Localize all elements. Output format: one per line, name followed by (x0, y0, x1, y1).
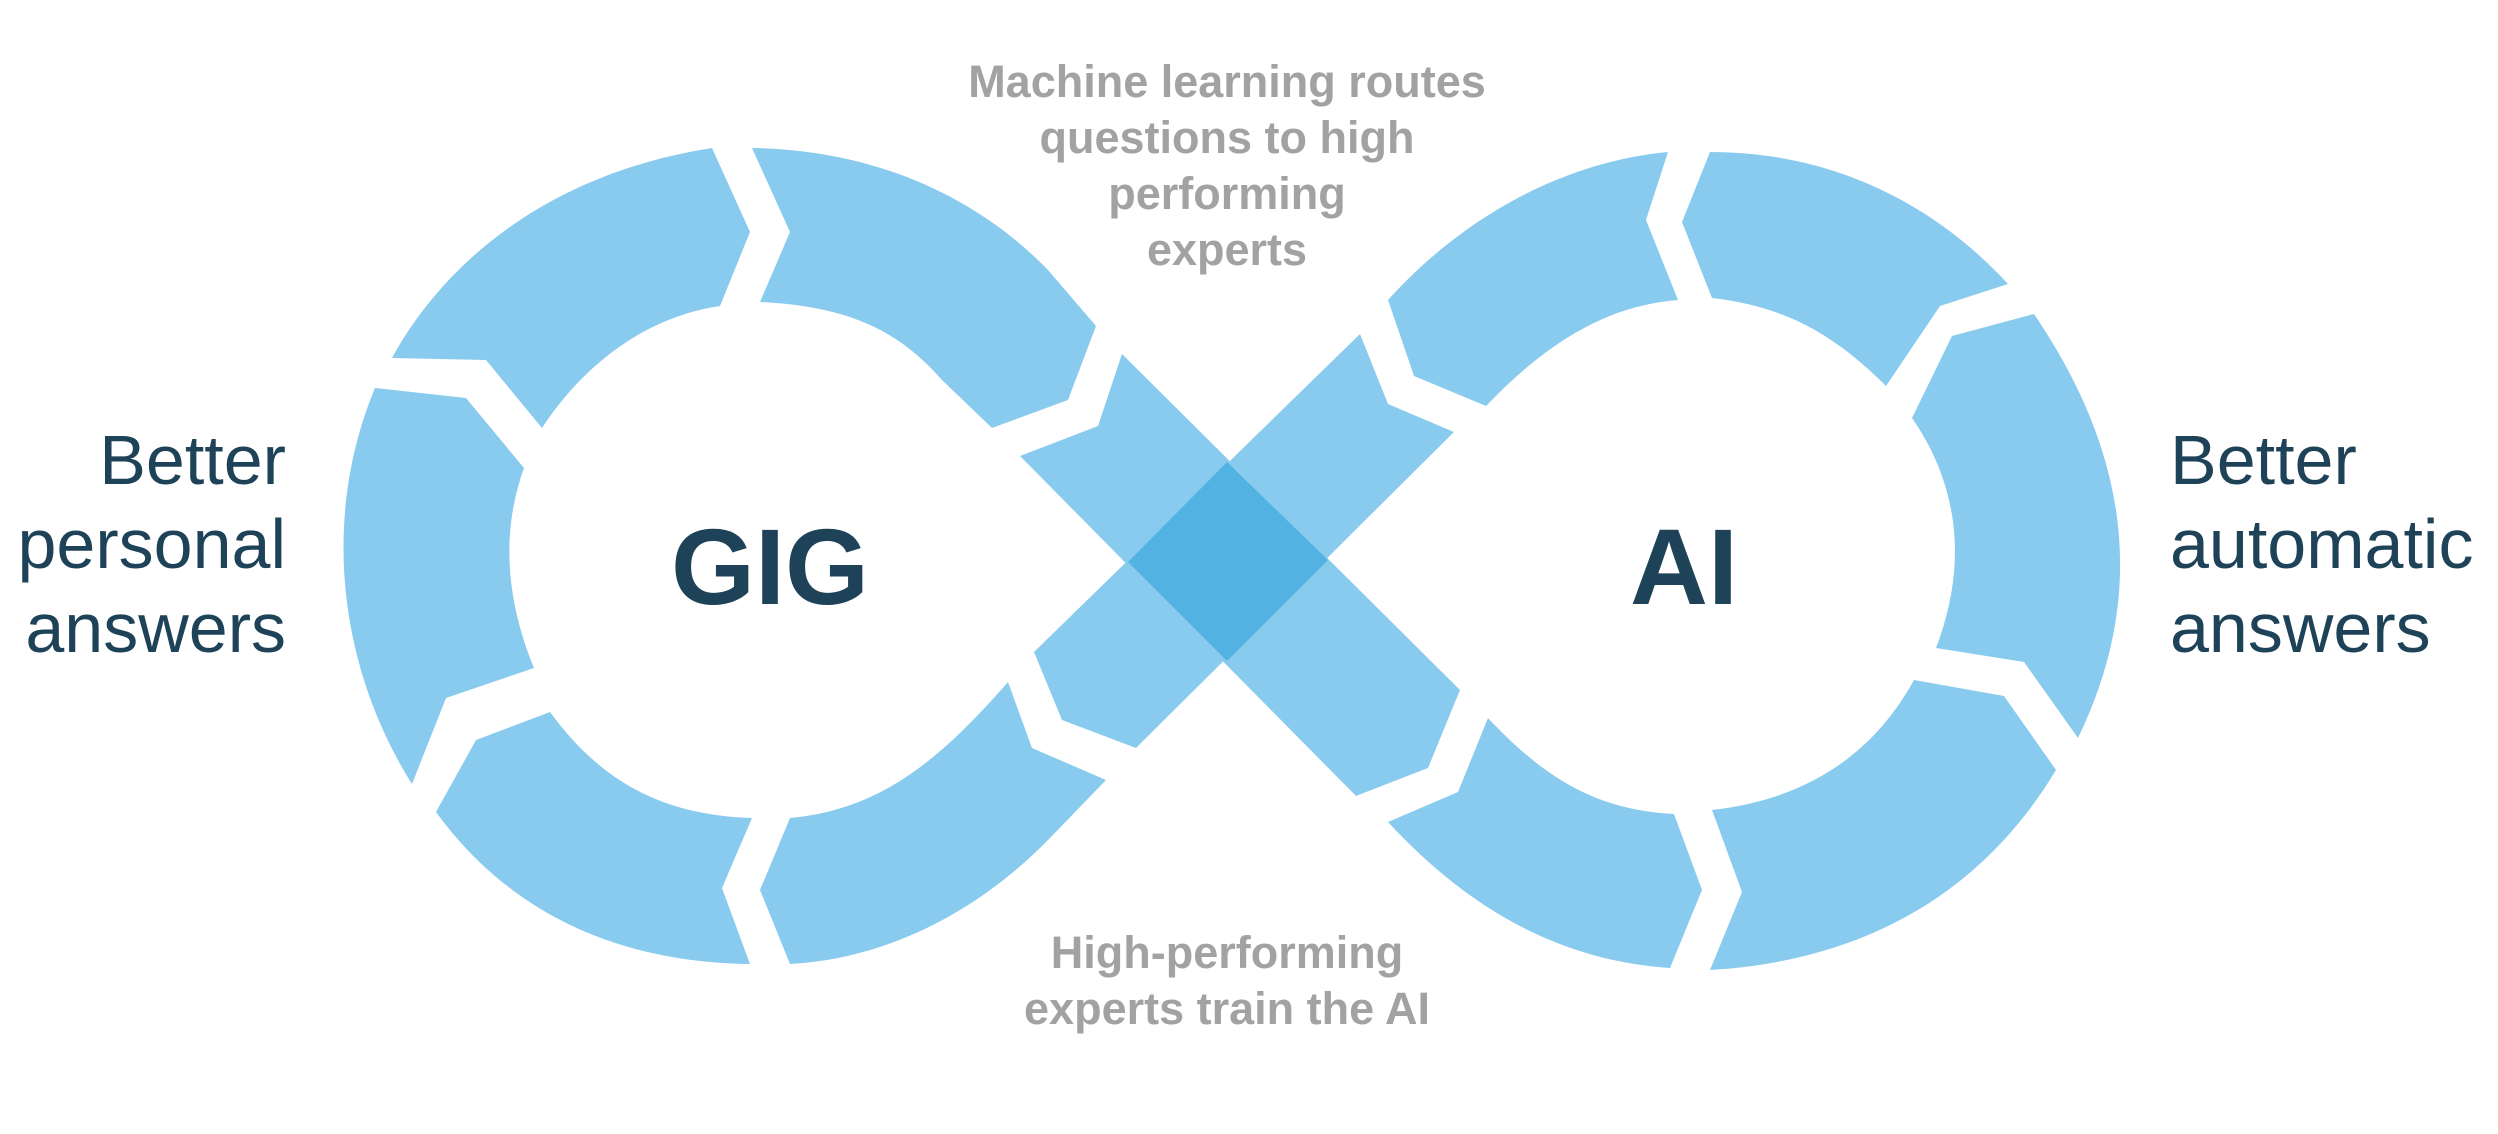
right-label-line: Better (2170, 421, 2357, 499)
caption-line: Machine learning routes (968, 56, 1486, 107)
gig-center-text: GIG (671, 506, 869, 627)
ml-routes-caption: Machine learning routes questions to hig… (968, 54, 1486, 278)
ai-loop-segment-bottom-left (1388, 718, 1702, 968)
right-label-line: automatic (2170, 505, 2474, 583)
left-label-line: personal (17, 505, 286, 583)
gig-loop-segment-bottom-left (436, 712, 752, 964)
experts-train-ai-caption: High-performing experts train the AI (1024, 925, 1430, 1037)
ai-loop-segment-right (1912, 314, 2121, 738)
gig-loop-segment-bottom-right (760, 682, 1106, 964)
gig-loop-segment-top (392, 148, 750, 428)
gig-loop-segment-left (343, 388, 534, 784)
caption-line: experts train the AI (1024, 983, 1430, 1034)
caption-line: High-performing (1050, 927, 1404, 978)
crossing-overlap (1128, 462, 1328, 661)
better-personal-answers-label: Better personal answers (17, 418, 286, 670)
caption-line: performing (1108, 168, 1346, 219)
ai-loop-segment-top-left (1388, 152, 1678, 406)
ai-center-text: AI (1630, 506, 1738, 627)
left-label-line: Better (99, 421, 286, 499)
caption-line: questions to high (1039, 112, 1415, 163)
ai-loop-segment-top-right (1682, 152, 2008, 386)
ai-loop-segment-bottom-right (1710, 680, 2056, 970)
caption-line: experts (1146, 224, 1308, 275)
left-label-line: answers (25, 589, 286, 667)
right-label-line: answers (2170, 589, 2431, 667)
better-automatic-answers-label: Better automatic answers (2170, 418, 2473, 670)
gig-loop-segment-top-right (752, 148, 1096, 428)
